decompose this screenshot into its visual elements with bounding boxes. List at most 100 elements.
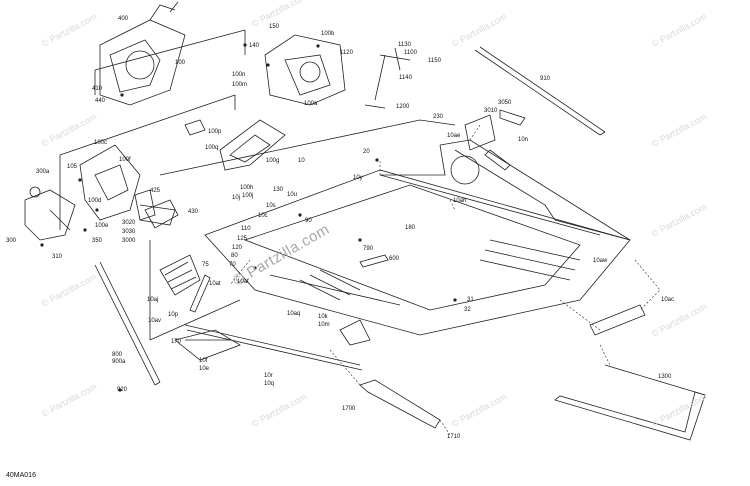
part-430-bracket	[144, 199, 179, 229]
callout-140: 140	[249, 43, 260, 49]
callout-10p: 10p	[168, 312, 179, 318]
callout-300a: 300a	[36, 169, 50, 175]
callout-100p: 100p	[208, 129, 222, 135]
callout-90: 90	[305, 218, 312, 224]
callout-20: 20	[363, 149, 370, 155]
part-300-bracket	[24, 186, 76, 241]
part-600-plate	[359, 254, 389, 268]
callout-1130: 1130	[398, 42, 411, 48]
callout-10ac: 10ac	[661, 297, 675, 303]
part-10ac-bracket	[589, 304, 646, 336]
callout-10af: 10af	[237, 279, 249, 285]
callout-440: 440	[95, 98, 106, 104]
callout-1710: 1710	[447, 434, 461, 440]
callout-1700: 1700	[342, 406, 356, 412]
callout-430: 430	[188, 209, 199, 215]
callout-10ah: 10ah	[453, 198, 467, 204]
callout-130: 130	[273, 187, 284, 193]
callout-10f: 10f	[199, 358, 208, 364]
callout-10j: 10j	[232, 195, 241, 201]
callout-920: 920	[117, 387, 128, 393]
callout-1300: 1300	[658, 374, 672, 380]
callout-300: 300	[6, 238, 17, 244]
callout-800: 800	[112, 352, 123, 358]
callout-75: 75	[202, 262, 209, 268]
callout-110: 110	[241, 226, 251, 232]
callout-180: 180	[405, 225, 416, 231]
callout-10ae: 10ae	[447, 133, 461, 139]
part-800-side-rail	[94, 261, 161, 386]
callout-10k: 10k	[318, 314, 328, 320]
part-100g-bracket	[219, 119, 286, 171]
callout-310: 310	[52, 254, 63, 260]
callout-10n: 10n	[518, 137, 529, 143]
callout-790: 790	[363, 246, 374, 252]
callout-box-10	[159, 119, 456, 176]
part-10-tunnel	[204, 139, 631, 336]
callout-100b: 100b	[321, 31, 335, 37]
callout-10c: 10c	[258, 213, 268, 219]
callout-10r: 10r	[264, 373, 273, 379]
callout-100f: 100f	[119, 157, 131, 163]
callout-box-100	[94, 29, 246, 95]
part-10ae-bracket	[464, 109, 526, 171]
callout-10m: 10m	[318, 322, 330, 328]
callout-10: 10	[298, 158, 305, 164]
callout-80: 80	[231, 253, 238, 259]
callout-1100: 1100	[404, 50, 417, 56]
callout-100q: 100q	[205, 145, 219, 151]
callout-3050: 3050	[498, 100, 512, 106]
callout-31: 31	[467, 297, 474, 303]
part-1300-bumper	[554, 364, 706, 441]
callout-410: 410	[92, 86, 103, 92]
callout-32: 32	[464, 307, 471, 313]
callout-10y: 10y	[353, 175, 363, 181]
callout-100c: 100c	[94, 140, 108, 146]
callout-120: 120	[232, 245, 243, 251]
part-1700-bumper	[359, 379, 441, 429]
callout-100h: 100h	[240, 185, 254, 191]
part-10k-bracket	[339, 319, 371, 346]
callout-100n: 100n	[232, 72, 246, 78]
diagram-code: 40MA016	[6, 472, 36, 479]
callout-3010: 3010	[484, 108, 498, 114]
callout-70: 70	[229, 262, 236, 268]
part-400-frame	[99, 1, 186, 106]
callout-100j: 100j	[242, 193, 254, 199]
callout-100a: 100a	[304, 101, 318, 107]
callout-10q: 10q	[264, 381, 275, 387]
callout-910: 910	[540, 76, 551, 82]
callout-100g: 100g	[266, 158, 280, 164]
callout-1140: 1140	[399, 75, 412, 81]
callout-125: 125	[237, 236, 248, 242]
callout-10aw: 10aw	[593, 258, 608, 264]
callout-10s: 10s	[266, 203, 276, 209]
callout-600: 600	[389, 256, 400, 262]
callout-100d: 100d	[88, 198, 102, 204]
callout-1120: 1120	[340, 50, 353, 56]
part-100p-clip	[184, 119, 206, 136]
callout-150: 150	[269, 24, 280, 30]
callout-100: 100	[175, 60, 186, 66]
callout-100e: 100e	[95, 223, 109, 229]
callout-10u: 10u	[287, 192, 298, 198]
callout-10aq: 10aq	[287, 311, 301, 317]
part-100a-frame	[264, 34, 346, 106]
callout-1200: 1200	[396, 104, 410, 110]
callout-350: 350	[92, 238, 103, 244]
callout-box-10-lower	[149, 240, 241, 341]
callout-100m: 100m	[232, 82, 248, 88]
callout-400: 400	[118, 16, 129, 22]
callout-3030: 3030	[122, 229, 136, 235]
callout-170: 170	[171, 339, 182, 345]
callout-3000: 3000	[122, 238, 136, 244]
callout-230: 230	[433, 114, 444, 120]
part-10aj-running-board	[159, 254, 201, 296]
part-100c-frame	[79, 144, 176, 226]
callout-10at: 10at	[209, 281, 221, 287]
part-1100-strut	[364, 47, 411, 109]
callout-3020: 3020	[122, 220, 136, 226]
part-75-strap	[189, 274, 211, 313]
callout-10e: 10e	[199, 366, 210, 372]
